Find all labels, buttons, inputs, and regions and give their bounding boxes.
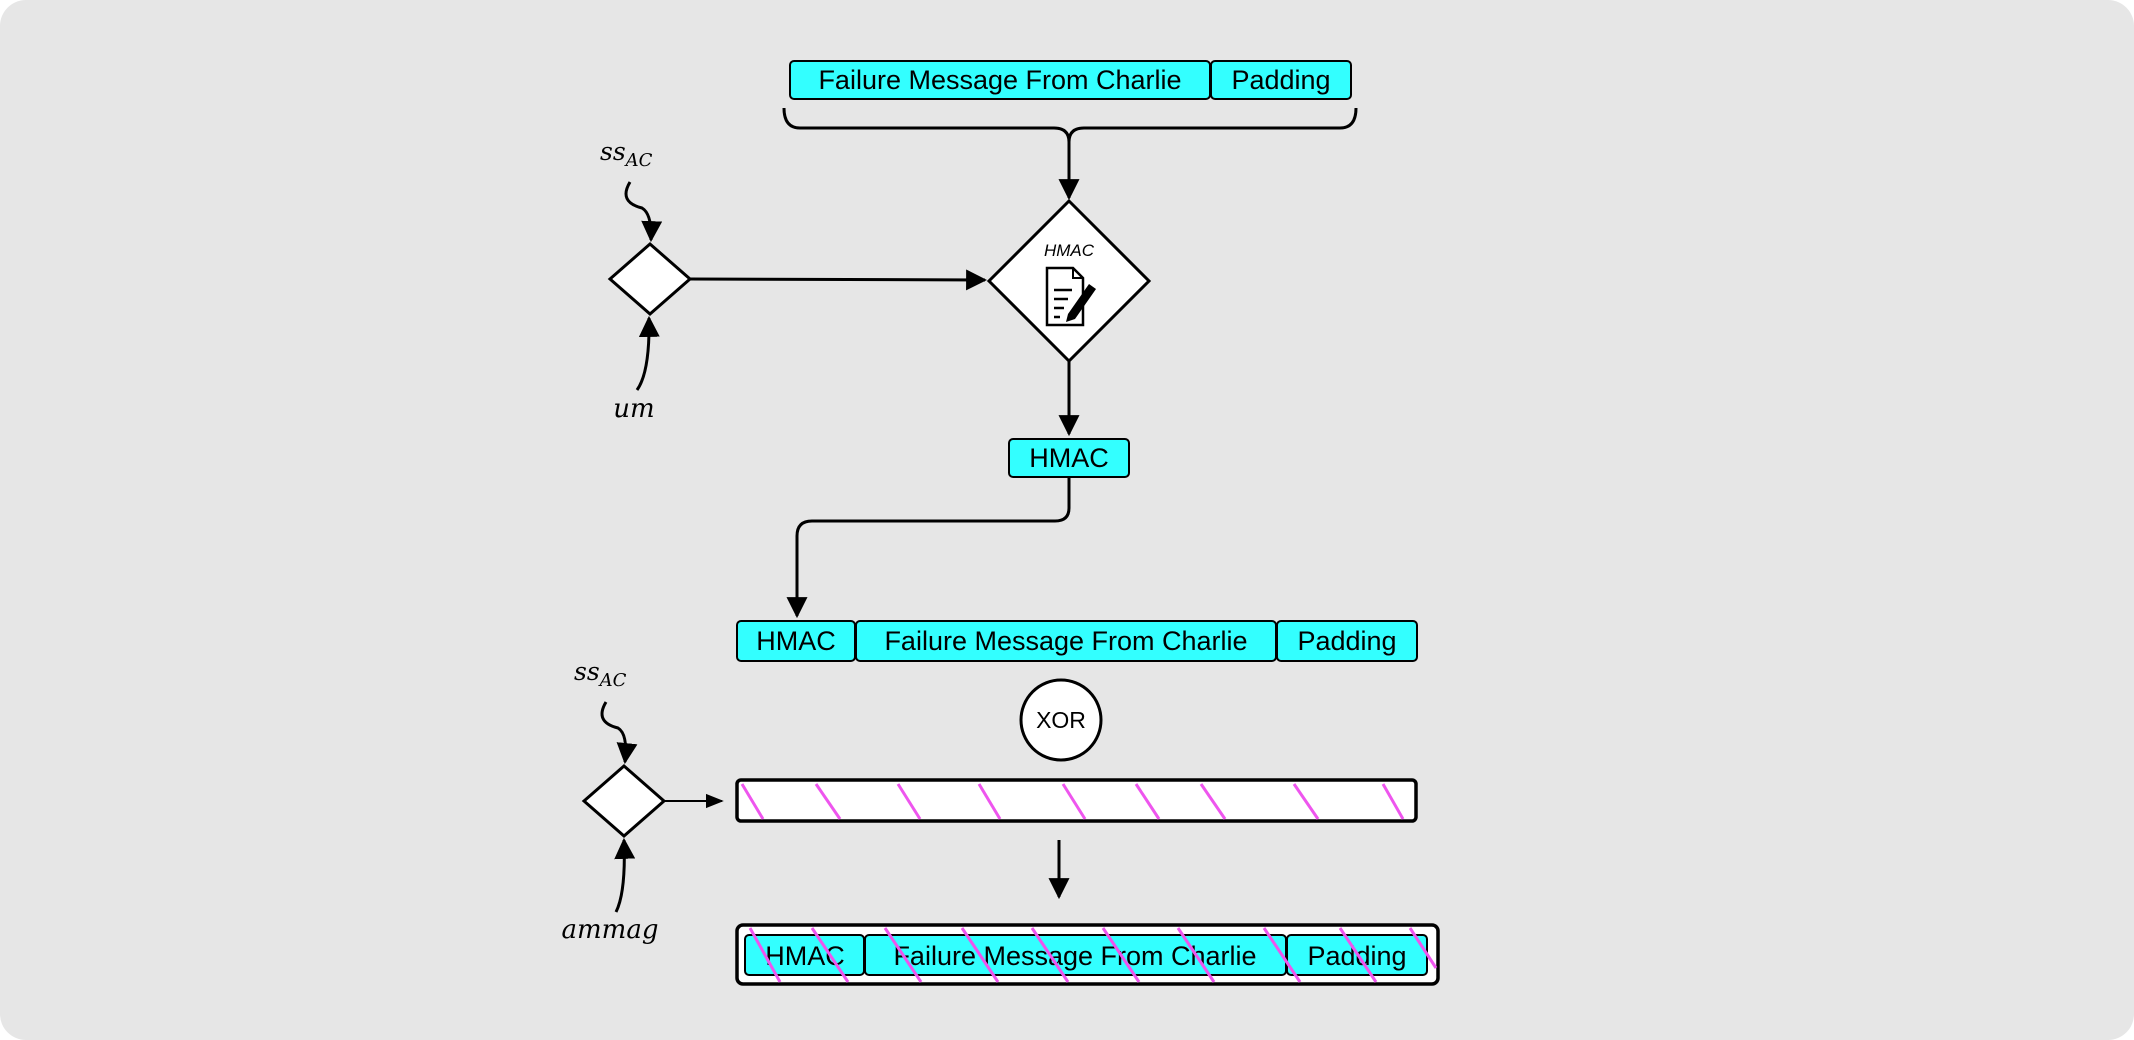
keygen-top-diamond bbox=[607, 242, 693, 316]
xor-operator: XOR bbox=[1019, 678, 1103, 762]
document-sign-icon bbox=[1045, 266, 1096, 327]
key-generator-top: ssAC um bbox=[600, 137, 693, 424]
middle-padding-label: Padding bbox=[1297, 626, 1396, 656]
middle-failure-message-label: Failure Message From Charlie bbox=[884, 626, 1247, 656]
hmac-output: HMAC bbox=[1008, 438, 1130, 478]
result-hmac-label: HMAC bbox=[765, 941, 845, 971]
ammag-to-keygen-bottom-arrow bbox=[614, 837, 636, 913]
key-bottom-input-ss: ssAC bbox=[574, 657, 627, 691]
top-packet: Failure Message From Charlie Padding bbox=[789, 60, 1352, 100]
key-top-input-ss: ssAC bbox=[600, 137, 653, 171]
xor-circle bbox=[1019, 678, 1103, 762]
key-bottom-input-ammag: ammag bbox=[562, 915, 659, 945]
top-padding-field bbox=[1210, 60, 1352, 100]
top-failure-message-label: Failure Message From Charlie bbox=[818, 65, 1181, 95]
middle-hmac-label: HMAC bbox=[756, 626, 836, 656]
hmac-output-box bbox=[1008, 438, 1130, 478]
result-packet: HMAC Failure Message From Charlie Paddin… bbox=[735, 923, 1440, 986]
middle-padding-field bbox=[1276, 620, 1418, 662]
top-packet-brace bbox=[782, 107, 1358, 143]
hmac-node-label: HMAC bbox=[1044, 241, 1095, 260]
xor-label: XOR bbox=[1036, 707, 1086, 733]
ss-to-keygen-top-arrow bbox=[624, 181, 663, 243]
um-to-keygen-top-arrow bbox=[635, 315, 660, 391]
top-padding-label: Padding bbox=[1231, 65, 1330, 95]
ss-to-keygen-bottom-arrow bbox=[600, 701, 638, 765]
keystream-bar bbox=[735, 778, 1418, 823]
hmac-output-label: HMAC bbox=[1029, 443, 1109, 473]
key-top-input-um: um bbox=[613, 394, 654, 424]
middle-packet: HMAC Failure Message From Charlie Paddin… bbox=[736, 620, 1418, 662]
keygen-bottom-diamond bbox=[581, 764, 667, 838]
keystream-hatch bbox=[740, 783, 1405, 820]
keygen-to-hmac-arrow bbox=[689, 269, 988, 291]
hmac-to-packet-arrow bbox=[786, 478, 1071, 619]
result-hatch bbox=[748, 927, 1438, 983]
hmac-node: HMAC bbox=[986, 198, 1152, 364]
key-generator-bottom: ssAC ammag bbox=[562, 657, 667, 945]
keystream-rect bbox=[735, 778, 1418, 823]
